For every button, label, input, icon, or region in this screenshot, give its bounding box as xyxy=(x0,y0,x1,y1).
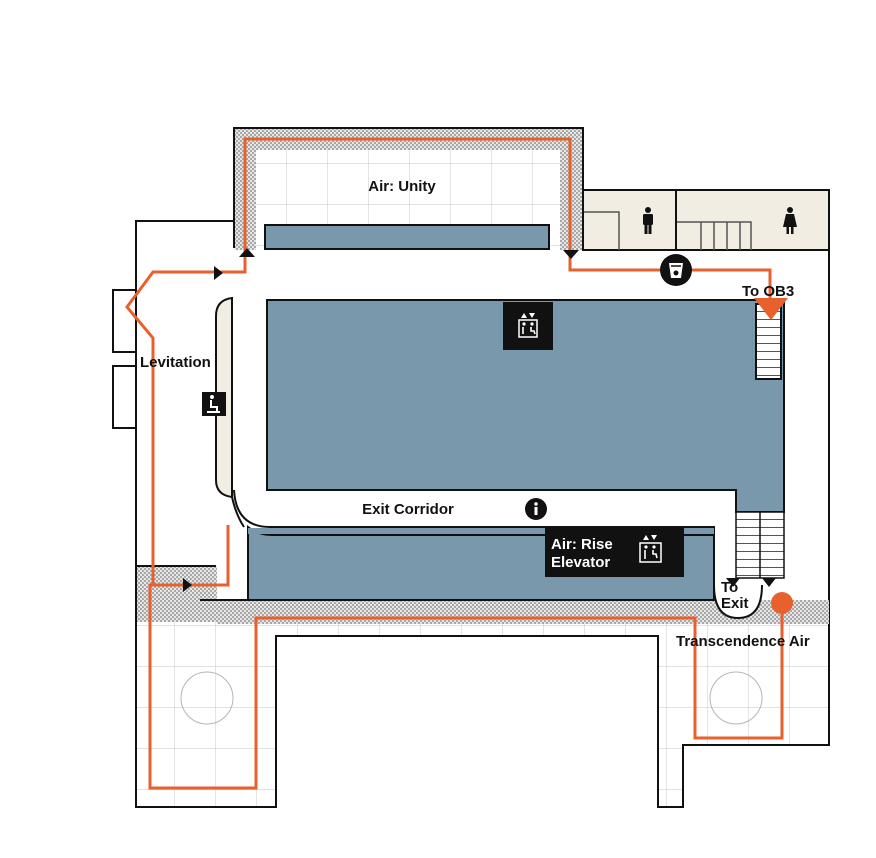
air-rise-label-line2: Elevator xyxy=(551,554,610,571)
elevator-accessible-icon[interactable] xyxy=(503,302,553,350)
air-rise-elevator-sign[interactable]: Air: Rise Elevator xyxy=(545,528,684,577)
exit-corridor-label: Exit Corridor xyxy=(362,501,454,518)
arrow-up-icon xyxy=(239,248,255,257)
arrow-down-icon xyxy=(563,250,579,259)
men-restroom-icon xyxy=(643,207,653,234)
arrow-right-icon xyxy=(183,578,192,592)
route-end-marker-icon xyxy=(771,592,793,614)
route-arrows xyxy=(183,248,776,592)
women-restroom-icon xyxy=(783,207,797,234)
seating-icon xyxy=(202,392,226,416)
levitation-label: Levitation xyxy=(140,354,211,371)
restrooms xyxy=(582,189,830,251)
info-icon[interactable] xyxy=(525,498,547,520)
arrow-down-icon xyxy=(726,578,740,587)
arrow-down-icon xyxy=(762,578,776,587)
air-rise-block xyxy=(247,511,785,601)
water-fountain-icon[interactable] xyxy=(660,254,692,286)
to-exit-label-line2: Exit xyxy=(721,595,749,612)
air-rise-label-line1: Air: Rise xyxy=(551,536,613,553)
transcendence-air-label: Transcendence Air xyxy=(676,633,810,650)
to-exit-arc xyxy=(713,584,763,620)
exit-corridor-edge xyxy=(233,489,715,580)
air-unity-label: Air: Unity xyxy=(368,178,436,195)
air-unity-room: Air: Unity xyxy=(233,127,584,250)
elevator-accessible-icon xyxy=(639,535,662,563)
to-exit-label-line1: To xyxy=(721,579,738,596)
arrow-right-icon xyxy=(214,266,223,280)
levitation-window-panels xyxy=(112,289,137,429)
to-ob3-label: To OB3 xyxy=(742,283,794,300)
unity-block xyxy=(264,224,550,250)
to-ob3-arrow-icon xyxy=(754,298,788,320)
